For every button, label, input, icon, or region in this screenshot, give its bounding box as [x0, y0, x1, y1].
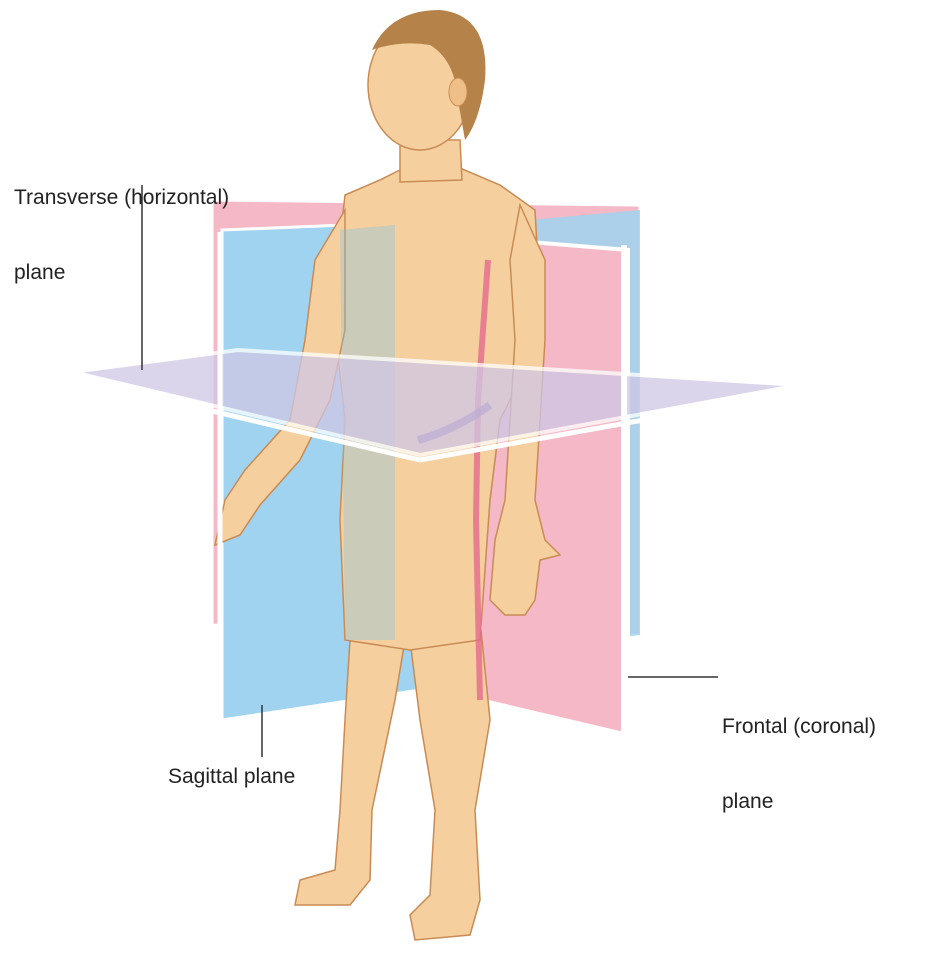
transverse-label-line2: plane	[14, 260, 229, 285]
transverse-plane	[72, 350, 800, 460]
transverse-label-line1: Transverse (horizontal)	[14, 185, 229, 210]
frontal-label-line2: plane	[722, 789, 876, 814]
frontal-plane-label: Frontal (coronal) plane	[722, 664, 876, 864]
human-figure	[215, 10, 560, 940]
frontal-label-line1: Frontal (coronal)	[722, 714, 876, 739]
sagittal-plane-label: Sagittal plane	[168, 764, 295, 789]
transverse-plane-label: Transverse (horizontal) plane	[14, 135, 229, 335]
